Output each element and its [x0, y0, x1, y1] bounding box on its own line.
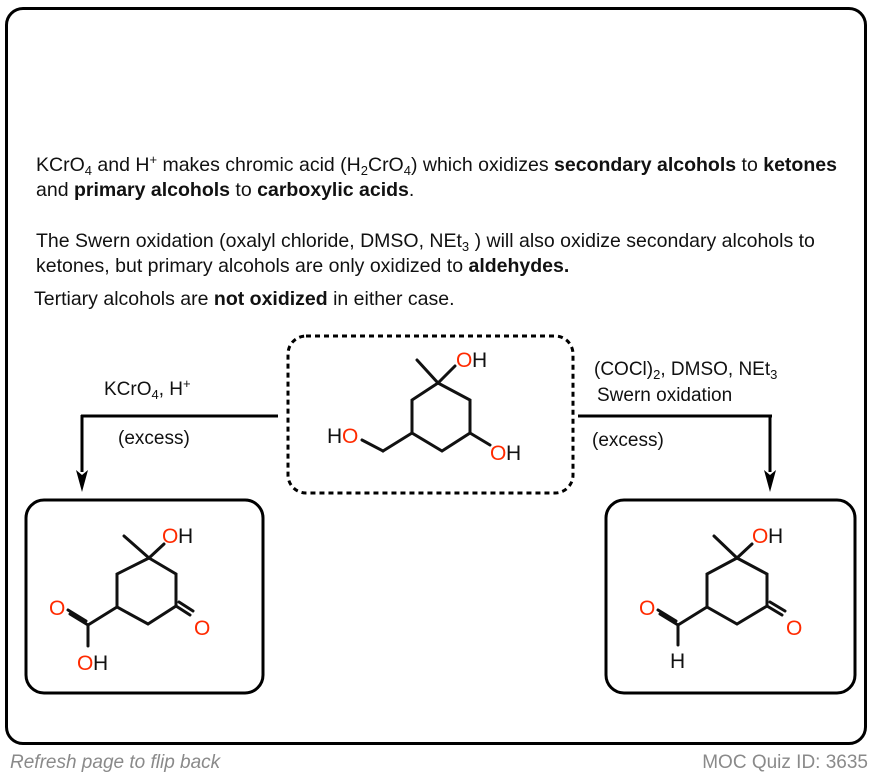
- svg-text:H: H: [768, 525, 783, 548]
- svg-text:O: O: [456, 349, 472, 372]
- left-reaction-arrow: [76, 414, 278, 492]
- svg-text:O: O: [490, 442, 506, 465]
- left-product-box: [24, 498, 265, 695]
- right-reagent-subtitle: Swern oxidation: [597, 385, 733, 406]
- svg-text:O: O: [194, 617, 210, 640]
- svg-text:H: H: [506, 442, 521, 465]
- svg-text:O: O: [77, 652, 93, 675]
- svg-text:O: O: [639, 597, 655, 620]
- right-reaction-arrow: [578, 414, 776, 492]
- left-reagent-label: KCrO4, H+: [104, 376, 191, 402]
- right-product-labels: O H O O H: [639, 525, 802, 673]
- svg-text:H: H: [472, 349, 487, 372]
- svg-text:O: O: [786, 617, 802, 640]
- svg-text:O: O: [162, 525, 178, 548]
- explanation-swern: The Swern oxidation (oxalyl chloride, DM…: [36, 230, 815, 277]
- right-product-structure: [656, 534, 787, 647]
- explanation-tertiary: Tertiary alcohols are not oxidized in ei…: [34, 288, 455, 310]
- explanation-chromic-acid: KCrO4 and H+ makes chromic acid (H2CrO4)…: [36, 152, 837, 201]
- svg-text:O: O: [342, 425, 358, 448]
- starting-material-structure: [360, 358, 492, 453]
- starting-material-box: [286, 334, 575, 495]
- svg-text:H: H: [670, 650, 685, 673]
- right-condition-label: (excess): [592, 430, 664, 451]
- left-product-labels: O H O O O H: [49, 525, 210, 675]
- left-condition-label: (excess): [118, 428, 190, 449]
- right-reagent-label: (COCl)2, DMSO, NEt3: [594, 359, 778, 382]
- svg-text:H: H: [327, 425, 342, 448]
- svg-text:H: H: [178, 525, 193, 548]
- right-product-box: [604, 498, 857, 695]
- refresh-hint[interactable]: Refresh page to flip back: [10, 752, 221, 773]
- left-product-structure: [66, 534, 195, 648]
- svg-text:H: H: [93, 652, 108, 675]
- quiz-id: MOC Quiz ID: 3635: [702, 752, 868, 773]
- svg-text:O: O: [752, 525, 768, 548]
- starting-material-labels: O H H O O H: [327, 349, 521, 465]
- svg-text:O: O: [49, 597, 65, 620]
